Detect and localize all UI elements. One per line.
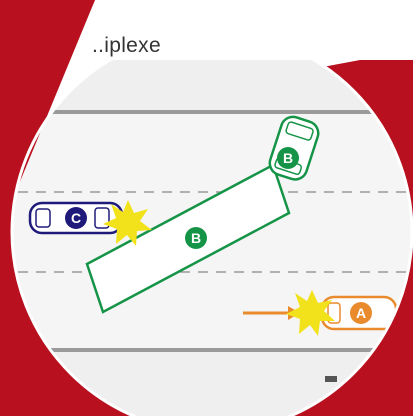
vehicle-b-trailer-label: B — [191, 230, 201, 246]
vehicle-c-label: C — [71, 210, 81, 226]
vehicle-a: A — [322, 297, 396, 329]
vehicle-c: C — [30, 203, 122, 233]
vehicle-a-label: A — [356, 305, 366, 321]
page-title: ..iplexe — [92, 34, 161, 58]
bottom-band — [0, 350, 413, 416]
edge-mark — [325, 376, 337, 382]
vehicle-b-car-label: B — [283, 150, 293, 166]
